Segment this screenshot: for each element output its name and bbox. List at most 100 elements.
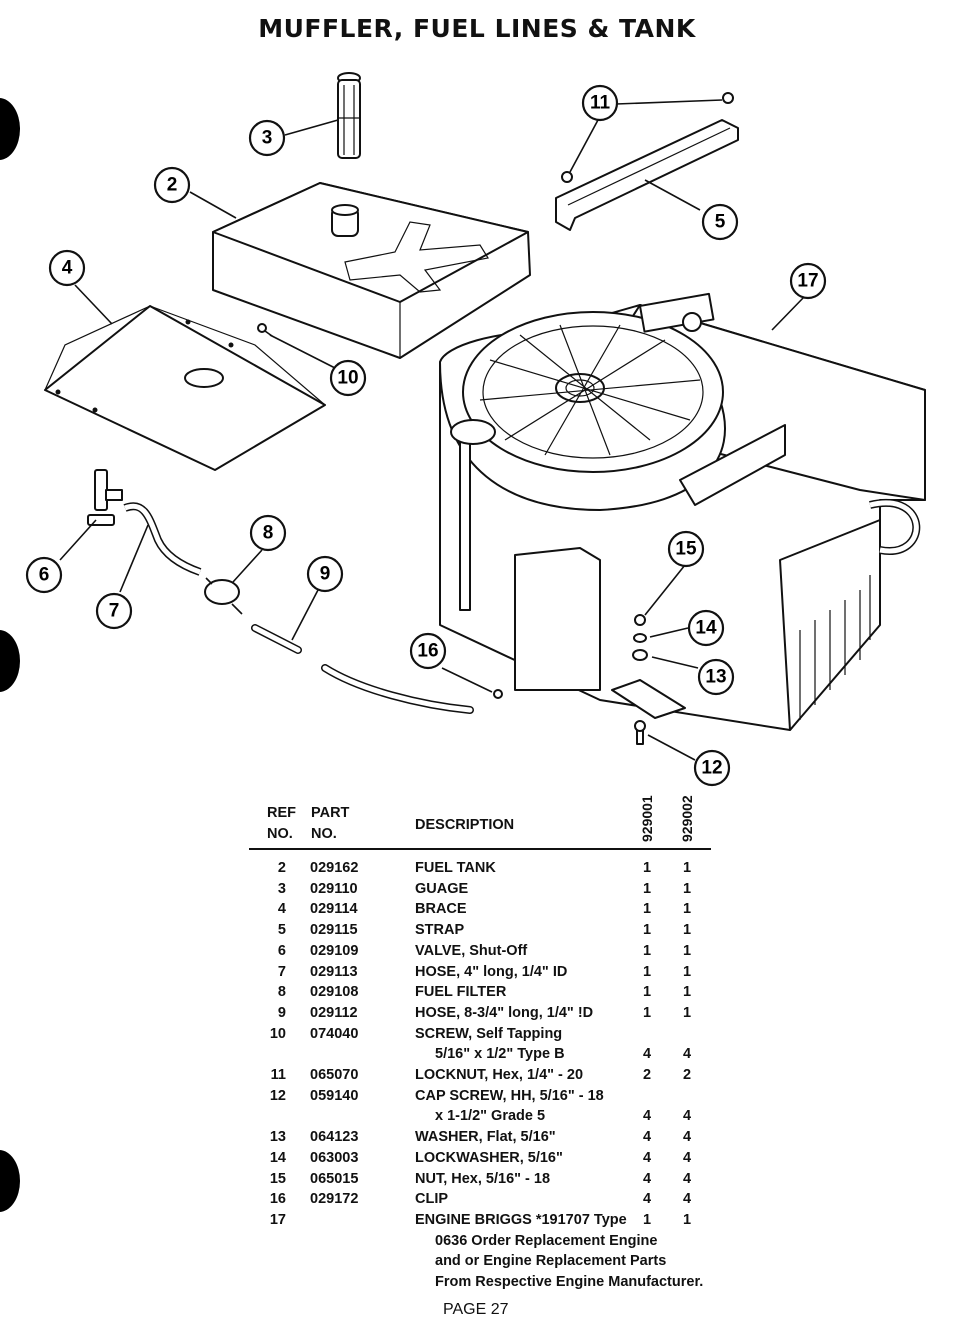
qty-929002-cell: 1 (682, 1004, 692, 1021)
svg-text:15: 15 (675, 539, 697, 560)
qty-929001-cell: 1 (642, 1004, 652, 1021)
callout-14: 14 (687, 609, 725, 647)
ref-cell: 12 (269, 1087, 286, 1104)
header-part: PART (311, 805, 350, 821)
qty-929002-cell: 1 (682, 901, 692, 918)
description-cell: WASHER, Flat, 5/16" (415, 1129, 556, 1146)
qty-929002-cell: 4 (682, 1108, 692, 1125)
qty-929001-cell: 4 (642, 1108, 652, 1125)
ref-cell: 8 (277, 984, 286, 1001)
qty-929001-cell: 4 (642, 1129, 652, 1146)
fuel-gauge-part (337, 72, 361, 159)
header-model-929001: 929001 (639, 795, 655, 842)
part-number-cell: 064123 (310, 1129, 359, 1146)
qty-929001-cell: 1 (642, 901, 652, 918)
qty-929001-cell: 1 (642, 922, 652, 939)
part-number-cell: 063003 (310, 1149, 359, 1166)
ref-cell: 11 (270, 1067, 286, 1083)
callout-13: 13 (697, 658, 735, 696)
ref-cell: 9 (277, 1004, 286, 1021)
svg-text:2: 2 (167, 175, 178, 196)
mount-hardware-part (611, 614, 686, 745)
description-cell: VALVE, Shut-Off (415, 942, 528, 959)
description-cell: HOSE, 8-3/4" long, 1/4" !D (415, 1004, 594, 1021)
callout-12: 12 (693, 749, 731, 787)
ref-cell: 14 (269, 1149, 286, 1166)
qty-929002-cell: 1 (682, 942, 692, 959)
fuel-tank-part (212, 182, 531, 359)
part-number-cell: 065070 (310, 1067, 359, 1083)
callout-7: 7 (95, 592, 133, 630)
part-number-cell: 059140 (310, 1087, 359, 1104)
callout-16: 16 (409, 632, 447, 670)
ref-cell: 5 (277, 922, 286, 939)
part-number-cell: 029108 (310, 984, 359, 1001)
part-number-cell: 029162 (310, 860, 359, 876)
qty-929001-cell: 2 (642, 1067, 652, 1083)
self-tapping-screw-part (257, 323, 273, 337)
ref-cell: 17 (269, 1211, 286, 1228)
description-cell: SCREW, Self Tapping (415, 1025, 563, 1042)
qty-929002-cell: 4 (682, 1129, 692, 1146)
header-ref: REF (267, 805, 296, 821)
clip-part (493, 689, 503, 699)
description-cell: ENGINE BRIGGS *191707 Type (415, 1211, 627, 1228)
qty-929001-cell: 1 (642, 880, 652, 897)
ref-cell: 2 (277, 860, 286, 876)
svg-text:5: 5 (715, 212, 726, 233)
callout-15: 15 (667, 530, 705, 568)
part-number-cell: 029113 (310, 963, 358, 980)
callout-10: 10 (329, 359, 367, 397)
svg-text:8: 8 (263, 523, 274, 544)
table-row: and or Engine Replacement Parts (0, 1253, 954, 1273)
qty-929001-cell: 4 (642, 1170, 652, 1187)
qty-929002-cell: 1 (682, 880, 692, 897)
description-cell: GUAGE (415, 880, 469, 897)
part-number-cell: 029172 (310, 1191, 359, 1208)
description-cell: LOCKWASHER, 5/16" (415, 1149, 563, 1166)
part-number-cell: 029115 (310, 922, 358, 939)
part-number-cell: 029109 (310, 942, 359, 959)
binder-hole (0, 1150, 20, 1212)
table-row: 0636 Order Replacement Engine (0, 1233, 954, 1253)
callout-6: 6 (25, 556, 63, 594)
page-number: PAGE 27 (443, 1301, 509, 1318)
qty-929001-cell: 1 (642, 984, 652, 1001)
description-cell: From Respective Engine Manufacturer. (435, 1274, 704, 1290)
svg-text:7: 7 (109, 601, 120, 622)
part-number-cell: 065015 (310, 1170, 359, 1187)
description-cell: HOSE, 4" long, 1/4" ID (415, 963, 568, 980)
callout-8: 8 (249, 514, 287, 552)
callout-17: 17 (789, 262, 827, 300)
ref-cell: 16 (269, 1191, 286, 1208)
description-cell: BRACE (415, 901, 467, 918)
table-row: 12 059140 CAP SCREW, HH, 5/16" - 18 (0, 1088, 954, 1108)
qty-929002-cell: 1 (682, 922, 692, 939)
svg-text:11: 11 (590, 93, 611, 114)
part-number-cell: 029110 (310, 880, 358, 897)
svg-text:13: 13 (705, 667, 726, 688)
description-cell: LOCKNUT, Hex, 1/4" - 20 (415, 1067, 584, 1083)
ref-cell: 4 (277, 901, 286, 918)
description-cell: CLIP (415, 1191, 449, 1208)
header-description: DESCRIPTION (415, 817, 515, 833)
callout-11: 11 (581, 84, 619, 122)
qty-929001-cell: 4 (642, 1191, 652, 1208)
description-cell: CAP SCREW, HH, 5/16" - 18 (415, 1087, 604, 1104)
callout-5: 5 (701, 203, 739, 241)
description-cell: NUT, Hex, 5/16" - 18 (415, 1170, 551, 1187)
page-title: MUFFLER, FUEL LINES & TANK (258, 14, 696, 43)
callout-9: 9 (306, 555, 344, 593)
qty-929001-cell: 4 (642, 1149, 652, 1166)
table-row: From Respective Engine Manufacturer. (0, 1274, 954, 1294)
header-ref-no: NO. (267, 826, 293, 842)
